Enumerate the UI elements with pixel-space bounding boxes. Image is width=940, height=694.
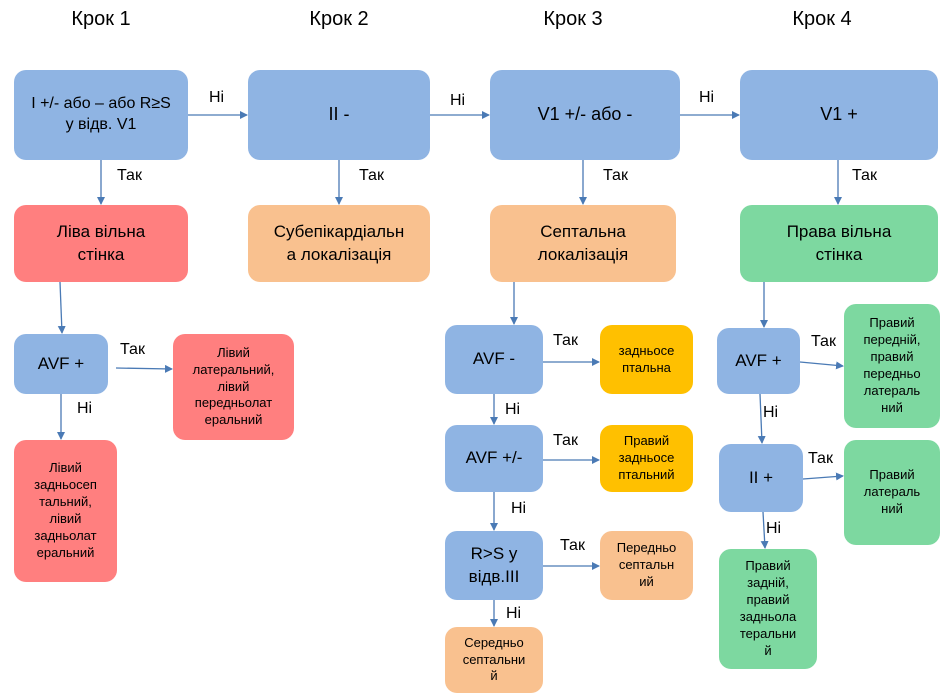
label-yes-s2: Так [359, 167, 384, 184]
s1-result-text: Ліва вільна стінка [56, 222, 146, 264]
s4-avf-yes-text: Правий передній, правий передньо латерал… [863, 315, 921, 415]
label-yes-s4-avf: Так [811, 333, 836, 350]
label-yes-s4-ii: Так [808, 450, 833, 467]
s4-avf-yes-box: Правий передній, правий передньо латерал… [844, 304, 940, 428]
s3-rs-no-box: Середньо септальни й [445, 627, 543, 693]
s4-ii-yes-box: Правий латераль ний [844, 440, 940, 545]
s2-question-text: II - [328, 104, 350, 125]
s3-avf-pm-text: AVF +/- [465, 448, 523, 468]
step-4-header: Крок 4 [792, 8, 852, 30]
label-yes-s3-avf-minus: Так [553, 332, 578, 349]
arrow-s1-avf-yes [115, 364, 173, 373]
step-1-header: Крок 1 [71, 8, 131, 30]
s1-result-box: Ліва вільна стінка [14, 205, 188, 282]
s3-avf-minus-text: AVF - [472, 349, 516, 369]
s4-question-text: V1 + [820, 104, 858, 125]
s2-result-text: Субепікардіальн а локалізація [273, 222, 405, 264]
arrow-s4-ii-yes [802, 472, 844, 481]
step-2-header: Крок 2 [309, 8, 369, 30]
s3-avf-pm-yes-box: Правий задньосе птальний [600, 425, 693, 492]
arrow-s4-avf-yes [799, 361, 844, 370]
s4-ii-no-text: Правий задній, правий задньола теральни … [739, 558, 797, 658]
s3-avf-minus-box: AVF - [445, 325, 543, 394]
s1-question-box: I +/- або – або R≥S у відв. V1 [14, 70, 188, 160]
label-no-s4-ii: Ні [766, 520, 782, 537]
s4-question-box: V1 + [740, 70, 938, 160]
s3-question-box: V1 +/- або - [490, 70, 680, 160]
arrow-s4-ii-no [760, 511, 769, 549]
label-no-s3-avf-minus: Ні [505, 401, 521, 418]
s1-avf-yes-box: Лівий латеральний, лівий передньолат ера… [173, 334, 294, 440]
label-no-s3-avf-pm: Ні [511, 500, 527, 517]
s3-result-box: Септальна локалізація [490, 205, 676, 282]
s1-avf-text: AVF + [37, 353, 85, 373]
s1-avf-box: AVF + [14, 334, 108, 394]
s4-ii-text: II + [748, 467, 774, 487]
s1-avf-no-text: Лівий задньосеп тальний, лівий задньолат… [34, 460, 97, 560]
label-yes-s4: Так [852, 167, 877, 184]
arrow-s1-result-avf [57, 281, 66, 334]
s3-avf-pm-yes-text: Правий задньосе птальний [618, 433, 675, 482]
s2-question-box: II - [248, 70, 430, 160]
s3-rs-yes-box: Передньо септальн ий [600, 531, 693, 600]
label-yes-s3-avf-pm: Так [553, 432, 578, 449]
s4-result-text: Права вільна стінка [786, 222, 892, 264]
s4-ii-yes-text: Правий латераль ний [863, 467, 921, 516]
s1-question-text: I +/- або – або R≥S у відв. V1 [31, 95, 171, 133]
label-no-s3-s4: Ні [699, 89, 715, 106]
s4-avf-text: AVF + [735, 350, 782, 370]
s3-rs-yes-text: Передньо септальн ий [616, 540, 677, 589]
s3-result-text: Септальна локалізація [537, 222, 629, 264]
label-yes-s1: Так [117, 167, 142, 184]
label-yes-s3: Так [603, 167, 628, 184]
label-no-s2-s3: Ні [450, 92, 466, 109]
arrow-s4-avf-no [757, 393, 766, 444]
s3-rs-no-text: Середньо септальни й [462, 634, 526, 684]
s4-avf-box: AVF + [717, 328, 800, 394]
s4-ii-box: II + [719, 444, 803, 512]
s3-rs-text: R>S у відв.III [468, 544, 520, 586]
s2-result-box: Субепікардіальн а локалізація [248, 205, 430, 282]
s1-avf-no-box: Лівий задньосеп тальний, лівий задньолат… [14, 440, 117, 582]
s3-avf-minus-yes-box: задньосе птальна [600, 325, 693, 394]
label-no-s1-avf: Ні [77, 400, 93, 417]
label-yes-s3-rs: Так [560, 537, 585, 554]
s3-rs-box: R>S у відв.III [445, 531, 543, 600]
label-no-s3-rs: Ні [506, 605, 522, 622]
step-3-header: Крок 3 [543, 8, 603, 30]
s4-ii-no-box: Правий задній, правий задньола теральни … [719, 549, 817, 669]
label-yes-s1-avf: Так [120, 341, 145, 358]
label-no-s4-avf: Ні [763, 404, 779, 421]
s1-avf-yes-text: Лівий латеральний, лівий передньолат ера… [192, 344, 275, 428]
s3-avf-pm-box: AVF +/- [445, 425, 543, 492]
s4-result-box: Права вільна стінка [740, 205, 938, 282]
s3-avf-minus-yes-text: задньосе птальна [618, 342, 675, 375]
s3-question-text: V1 +/- або - [537, 104, 633, 125]
label-no-s1-s2: Ні [209, 89, 225, 106]
